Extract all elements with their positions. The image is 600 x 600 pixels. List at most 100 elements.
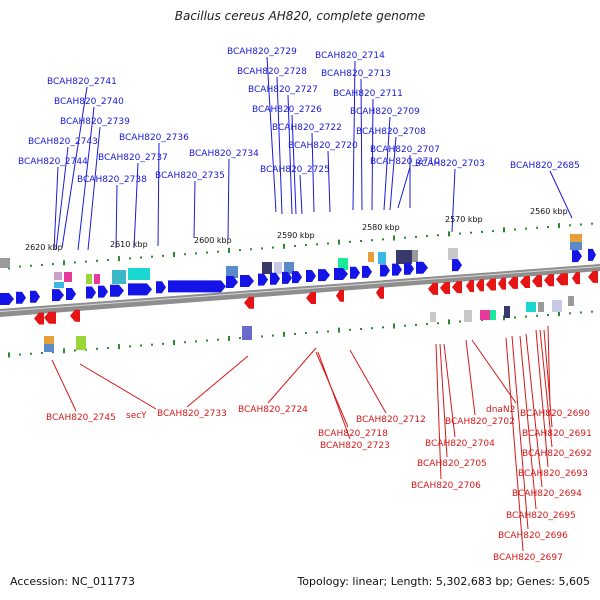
forward-gene-arrow[interactable] bbox=[168, 280, 226, 293]
forward-gene-arrow[interactable] bbox=[226, 276, 238, 289]
gene-label-forward[interactable]: BCAH820_2734 bbox=[189, 149, 259, 159]
gene-label-reverse[interactable]: BCAH820_2695 bbox=[506, 511, 576, 521]
reverse-gene-arrow[interactable] bbox=[532, 275, 542, 288]
gene-label-reverse[interactable]: BCAH820_2702 bbox=[445, 417, 515, 427]
forward-gene-arrow[interactable] bbox=[334, 267, 348, 280]
gene-label-forward[interactable]: BCAH820_2740 bbox=[54, 97, 124, 107]
forward-gene-arrow[interactable] bbox=[66, 288, 76, 301]
gene-label-reverse[interactable]: BCAH820_2718 bbox=[318, 429, 388, 439]
reverse-gene-arrow[interactable] bbox=[306, 292, 316, 305]
forward-gene-arrow[interactable] bbox=[380, 264, 390, 277]
forward-gene-arrow[interactable] bbox=[128, 283, 152, 296]
feature-box bbox=[44, 344, 54, 352]
gene-label-forward[interactable]: BCAH820_2720 bbox=[288, 141, 358, 151]
forward-gene-arrow[interactable] bbox=[318, 269, 330, 282]
label-leader-line bbox=[465, 339, 476, 416]
forward-gene-arrow[interactable] bbox=[572, 250, 582, 263]
gene-label-forward[interactable]: BCAH820_2727 bbox=[248, 85, 318, 95]
gene-label-reverse[interactable]: BCAH820_2693 bbox=[518, 469, 588, 479]
forward-gene-arrow[interactable] bbox=[86, 286, 96, 299]
gene-label-forward[interactable]: BCAH820_2739 bbox=[60, 117, 130, 127]
forward-gene-arrow[interactable] bbox=[98, 285, 108, 298]
gene-label-forward[interactable]: BCAH820_2707 bbox=[370, 145, 440, 155]
reverse-gene-arrow[interactable] bbox=[544, 274, 554, 287]
forward-gene-arrow[interactable] bbox=[0, 293, 14, 305]
gene-label-reverse[interactable]: BCAH820_2694 bbox=[512, 489, 582, 499]
gene-label-reverse[interactable]: secY bbox=[126, 411, 147, 421]
forward-gene-arrow[interactable] bbox=[588, 248, 596, 261]
forward-gene-arrow[interactable] bbox=[156, 281, 166, 294]
gene-label-forward[interactable]: BCAH820_2710 bbox=[370, 157, 440, 167]
forward-gene-arrow[interactable] bbox=[258, 273, 268, 286]
gene-label-reverse[interactable]: BCAH820_2706 bbox=[411, 481, 481, 491]
gene-label-reverse[interactable]: BCAH820_2696 bbox=[498, 531, 568, 541]
forward-gene-arrow[interactable] bbox=[52, 289, 64, 302]
forward-gene-arrow[interactable] bbox=[110, 284, 124, 297]
reverse-gene-arrow[interactable] bbox=[498, 277, 506, 290]
forward-gene-arrow[interactable] bbox=[404, 262, 414, 275]
reverse-gene-arrow[interactable] bbox=[428, 282, 438, 295]
reverse-gene-arrow[interactable] bbox=[572, 272, 580, 285]
reverse-gene-arrow[interactable] bbox=[440, 282, 450, 294]
gene-label-reverse[interactable]: dnaN2 bbox=[486, 405, 515, 415]
gene-label-forward[interactable]: BCAH820_2722 bbox=[272, 123, 342, 133]
forward-gene-arrow[interactable] bbox=[350, 266, 360, 279]
forward-gene-arrow[interactable] bbox=[292, 271, 302, 284]
reverse-gene-arrow[interactable] bbox=[452, 281, 462, 294]
gene-label-reverse[interactable]: BCAH820_2692 bbox=[522, 449, 592, 459]
gene-label-reverse[interactable]: BCAH820_2704 bbox=[425, 439, 495, 449]
forward-gene-arrow[interactable] bbox=[16, 291, 26, 304]
gene-label-forward[interactable]: BCAH820_2736 bbox=[119, 133, 189, 143]
gene-label-reverse[interactable]: BCAH820_2723 bbox=[320, 441, 390, 451]
gene-label-forward[interactable]: BCAH820_2743 bbox=[28, 137, 98, 147]
gene-label-forward[interactable]: BCAH820_2713 bbox=[321, 69, 391, 79]
reverse-gene-arrow[interactable] bbox=[520, 276, 530, 288]
forward-gene-arrow[interactable] bbox=[362, 265, 372, 278]
forward-gene-arrow[interactable] bbox=[240, 275, 254, 287]
reverse-gene-arrow[interactable] bbox=[466, 280, 474, 293]
reverse-gene-arrow[interactable] bbox=[376, 286, 384, 299]
reverse-gene-arrow[interactable] bbox=[70, 309, 80, 322]
gene-label-forward[interactable]: BCAH820_2703 bbox=[415, 159, 485, 169]
forward-gene-arrow[interactable] bbox=[416, 261, 428, 274]
forward-gene-arrow[interactable] bbox=[306, 270, 316, 283]
reverse-gene-arrow[interactable] bbox=[556, 273, 568, 286]
reverse-gene-arrow[interactable] bbox=[244, 296, 254, 309]
gene-label-reverse[interactable]: BCAH820_2697 bbox=[493, 553, 563, 563]
gene-label-reverse[interactable]: BCAH820_2712 bbox=[356, 415, 426, 425]
reverse-gene-arrow[interactable] bbox=[588, 270, 598, 283]
reverse-gene-arrow[interactable] bbox=[336, 289, 344, 302]
gene-label-reverse[interactable]: BCAH820_2733 bbox=[157, 409, 227, 419]
gene-label-forward[interactable]: BCAH820_2726 bbox=[252, 105, 322, 115]
gene-label-forward[interactable]: BCAH820_2711 bbox=[333, 89, 403, 99]
gene-label-reverse[interactable]: BCAH820_2690 bbox=[520, 409, 590, 419]
gene-label-forward[interactable]: BCAH820_2738 bbox=[77, 175, 147, 185]
gene-label-reverse[interactable]: BCAH820_2724 bbox=[238, 405, 308, 415]
forward-gene-arrow[interactable] bbox=[282, 271, 292, 284]
gene-label-forward[interactable]: BCAH820_2728 bbox=[237, 67, 307, 77]
gene-label-forward[interactable]: BCAH820_2714 bbox=[315, 51, 385, 61]
gene-label-forward[interactable]: BCAH820_2735 bbox=[155, 171, 225, 181]
gene-label-reverse[interactable]: BCAH820_2691 bbox=[522, 429, 592, 439]
scale-tick bbox=[162, 342, 164, 345]
forward-gene-arrow[interactable] bbox=[452, 259, 462, 272]
gene-label-forward[interactable]: BCAH820_2725 bbox=[260, 165, 330, 175]
reverse-gene-arrow[interactable] bbox=[44, 311, 56, 324]
reverse-gene-arrow[interactable] bbox=[486, 278, 496, 291]
gene-label-forward[interactable]: BCAH820_2741 bbox=[47, 77, 117, 87]
gene-label-forward[interactable]: BCAH820_2729 bbox=[227, 47, 297, 57]
forward-gene-arrow[interactable] bbox=[392, 263, 402, 276]
forward-gene-arrow[interactable] bbox=[30, 290, 40, 303]
gene-label-forward[interactable]: BCAH820_2708 bbox=[356, 127, 426, 137]
reverse-gene-arrow[interactable] bbox=[34, 312, 44, 325]
gene-label-forward[interactable]: BCAH820_2737 bbox=[98, 153, 168, 163]
forward-gene-arrow[interactable] bbox=[270, 272, 280, 285]
reverse-gene-arrow[interactable] bbox=[476, 279, 484, 292]
gene-label-forward[interactable]: BCAH820_2685 bbox=[510, 161, 580, 171]
gene-label-forward[interactable]: BCAH820_2744 bbox=[18, 157, 88, 167]
gene-label-reverse[interactable]: BCAH820_2705 bbox=[417, 459, 487, 469]
gene-label-forward[interactable]: BCAH820_2709 bbox=[350, 107, 420, 117]
reverse-gene-arrow[interactable] bbox=[508, 276, 518, 289]
gene-label-reverse[interactable]: BCAH820_2745 bbox=[46, 413, 116, 423]
